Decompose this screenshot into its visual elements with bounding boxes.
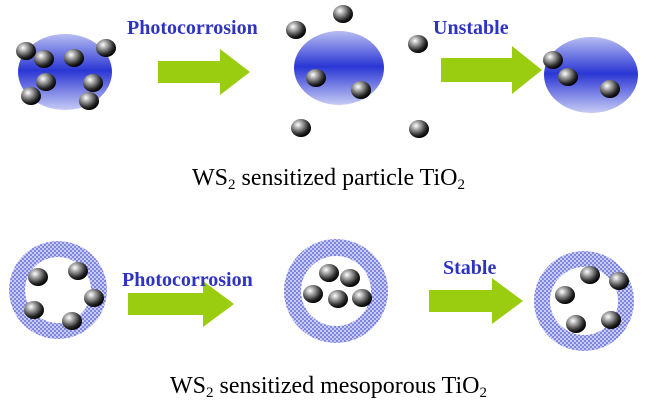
ws2-nanoparticle xyxy=(351,81,371,99)
ws2-nanoparticle xyxy=(36,73,56,91)
tio2-particle-sphere xyxy=(294,31,384,105)
mesoporous-tio2-shell xyxy=(534,251,634,351)
ws2-nanoparticle xyxy=(600,80,620,98)
ws2-nanoparticle xyxy=(62,312,82,330)
caption-middle: sensitized particle TiO xyxy=(236,165,458,191)
ws2-nanoparticle xyxy=(408,35,428,53)
caption-prefix: WS xyxy=(170,373,206,399)
ws2-nanoparticle xyxy=(319,264,339,282)
bottom-step1-label: Photocorrosion xyxy=(122,270,253,290)
ws2-nanoparticle xyxy=(83,74,103,92)
arrow-right-icon xyxy=(158,49,250,95)
ws2-nanoparticle xyxy=(34,50,54,68)
ws2-nanoparticle xyxy=(306,69,326,87)
ws2-nanoparticle xyxy=(555,286,575,304)
ws2-nanoparticle xyxy=(286,21,306,39)
caption-prefix-subscript: 2 xyxy=(228,177,236,193)
ws2-nanoparticle xyxy=(24,301,44,319)
caption-suffix-subscript: 2 xyxy=(480,385,488,401)
ws2-nanoparticle xyxy=(64,49,84,67)
ws2-nanoparticle xyxy=(28,268,48,286)
ws2-nanoparticle xyxy=(580,266,600,284)
ws2-nanoparticle xyxy=(328,290,348,308)
ws2-nanoparticle xyxy=(543,51,563,69)
ws2-nanoparticle xyxy=(79,92,99,110)
ws2-nanoparticle xyxy=(68,262,88,280)
ws2-nanoparticle xyxy=(609,272,629,290)
bottom-row-caption: WS2 sensitized mesoporous TiO2 xyxy=(0,374,657,398)
caption-suffix-subscript: 2 xyxy=(457,177,465,193)
tio2-particle-sphere xyxy=(544,37,638,113)
ws2-nanoparticle xyxy=(340,269,360,287)
ws2-nanoparticle xyxy=(21,87,41,105)
ws2-nanoparticle xyxy=(291,119,311,137)
ws2-nanoparticle xyxy=(16,42,36,60)
caption-middle: sensitized mesoporous TiO xyxy=(213,373,479,399)
ws2-nanoparticle xyxy=(84,289,104,307)
arrow-right-icon xyxy=(429,278,523,324)
ws2-nanoparticle xyxy=(601,311,621,329)
ws2-nanoparticle xyxy=(352,289,372,307)
ws2-nanoparticle xyxy=(303,285,323,303)
ws2-nanoparticle xyxy=(566,315,586,333)
top-step1-label: Photocorrosion xyxy=(127,18,258,38)
ws2-nanoparticle xyxy=(96,39,116,57)
caption-prefix: WS xyxy=(192,165,228,191)
bottom-step2-label: Stable xyxy=(443,258,496,278)
ws2-nanoparticle xyxy=(333,5,353,23)
top-row-caption: WS2 sensitized particle TiO2 xyxy=(0,166,657,190)
ws2-nanoparticle xyxy=(558,68,578,86)
ws2-nanoparticle xyxy=(409,120,429,138)
arrow-right-icon xyxy=(441,46,542,94)
top-step2-label: Unstable xyxy=(433,18,509,38)
